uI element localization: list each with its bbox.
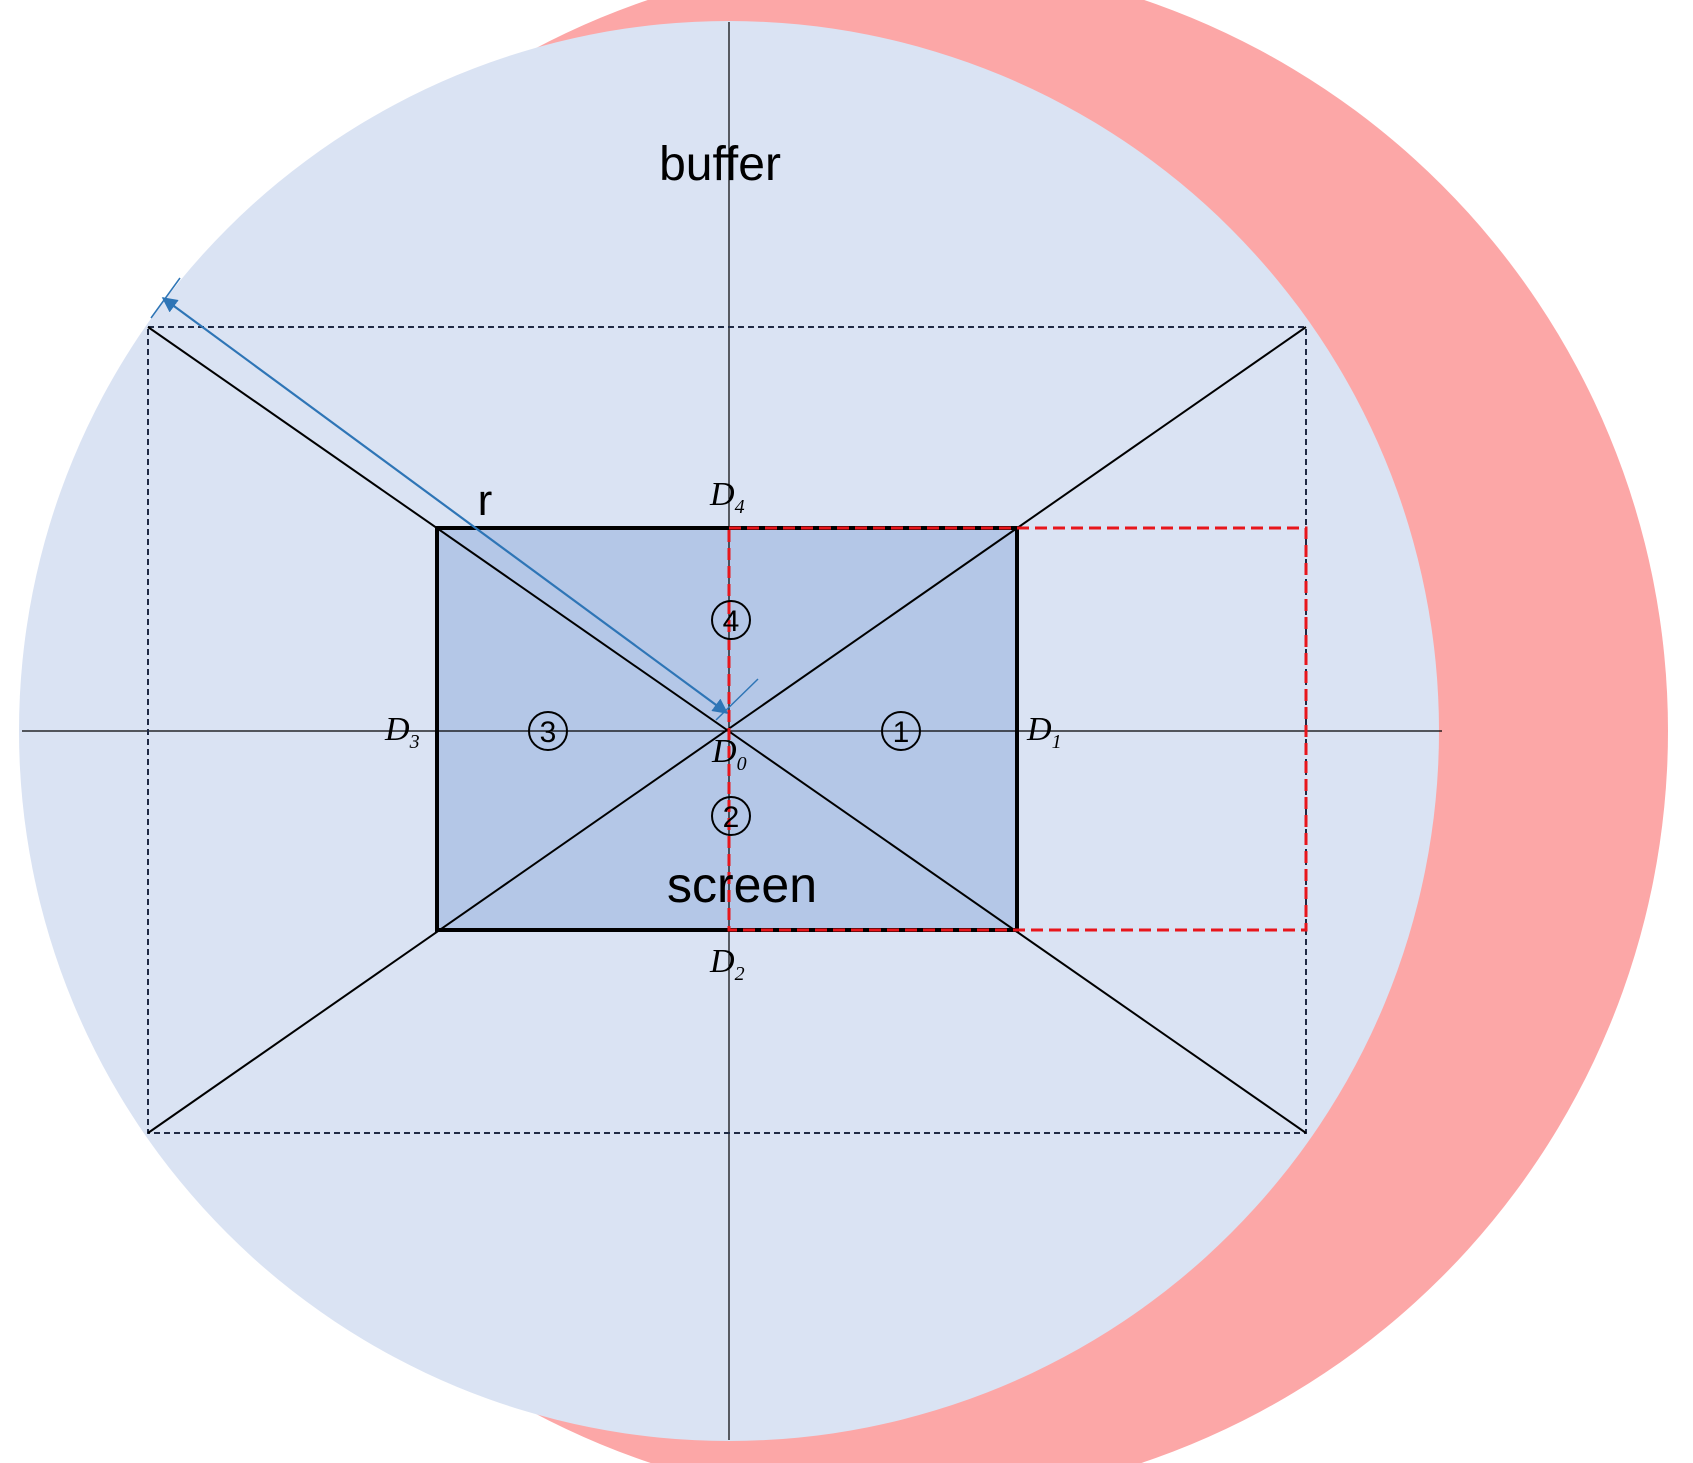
shifted-screen-rect: [727, 526, 1308, 932]
screen-label: screen: [667, 857, 817, 913]
region-marker-1: 1: [881, 711, 921, 751]
radius-arrow-tick-center: [715, 678, 759, 721]
label-d2: D2: [709, 943, 745, 985]
label-d1: D1: [1026, 711, 1062, 753]
radius-arrow: [161, 297, 729, 714]
radius-label: r: [478, 476, 493, 525]
svg-text:3: 3: [540, 716, 557, 749]
region-marker-2: 2: [711, 796, 751, 836]
radius-arrow-tick-top: [150, 277, 181, 319]
label-d0: D0: [711, 733, 747, 775]
svg-text:1: 1: [893, 716, 910, 749]
diagonal-top-right-to-bottom-left: [147, 326, 1307, 1134]
buffer-label: buffer: [659, 138, 781, 191]
label-d4: D4: [709, 476, 745, 518]
region-marker-4: 4: [711, 600, 751, 640]
svg-text:2: 2: [723, 801, 740, 834]
svg-text:4: 4: [723, 605, 740, 638]
region-marker-3: 3: [528, 711, 568, 751]
label-d3: D3: [384, 711, 420, 753]
